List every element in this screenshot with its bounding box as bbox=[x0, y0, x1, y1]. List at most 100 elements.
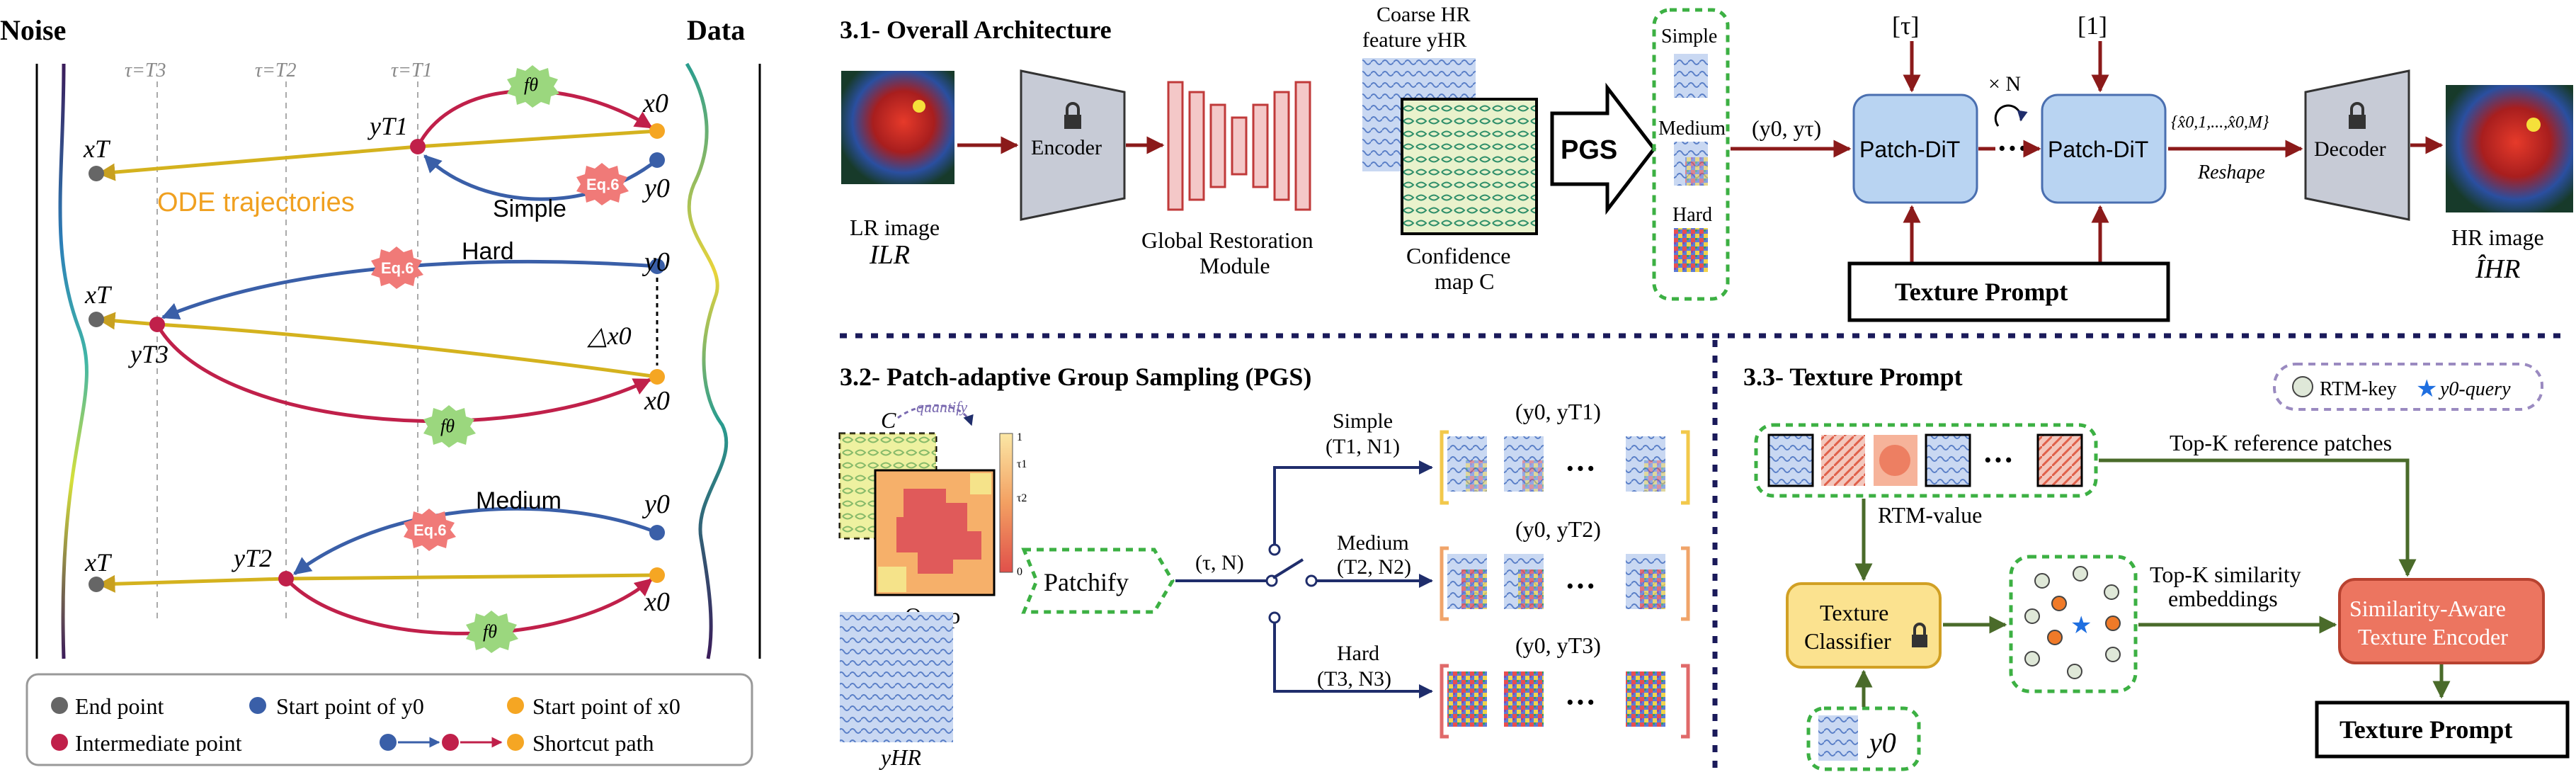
texture-classifier bbox=[1786, 582, 1942, 669]
tau2-label: τ=T2 bbox=[255, 59, 297, 81]
legend-shortcut: Shortcut path bbox=[532, 730, 654, 756]
medium-eq6-badge bbox=[404, 509, 456, 551]
similarity-aware-encoder bbox=[2338, 578, 2545, 664]
loop-icon bbox=[1994, 104, 2028, 127]
rtm-value-patch-1 bbox=[1767, 433, 1814, 487]
qmap-hard-region bbox=[896, 489, 981, 574]
times-n-label: × N bbox=[1988, 72, 2021, 96]
hard-group-bracket-right bbox=[1681, 664, 1690, 739]
classifier-lock-shackle bbox=[1913, 623, 1926, 635]
rtm-key-icon bbox=[2292, 376, 2313, 397]
simple-patch-3-noise bbox=[1644, 460, 1665, 492]
legend-intermediate: Intermediate point bbox=[75, 730, 242, 756]
pgs-output-group bbox=[1652, 8, 1730, 301]
hard-group-bracket-left bbox=[1440, 664, 1449, 739]
y0-query-patch-label: y0 bbox=[1867, 727, 1896, 759]
conf-label-line2: map C bbox=[1435, 268, 1494, 294]
rtm-value-patch-5 bbox=[2036, 433, 2083, 487]
simple-x0-point bbox=[649, 123, 665, 139]
coarse-label-line2: feature yHR bbox=[1362, 28, 1466, 52]
hard-eq6-label: Eq.6 bbox=[381, 259, 414, 277]
pgs-yhr-image bbox=[840, 612, 953, 742]
knn-key-6 bbox=[2067, 664, 2082, 679]
medium-y0-label: y0 bbox=[642, 489, 670, 519]
grm-label-line1: Global Restoration bbox=[1141, 227, 1313, 253]
legend-start-y0: Start point of y0 bbox=[276, 693, 424, 719]
legend-intermediate-icon bbox=[51, 734, 68, 751]
hard-ode-path bbox=[97, 312, 658, 379]
classifier-line1: Texture bbox=[1820, 600, 1888, 625]
knn-neighbor-2 bbox=[2105, 616, 2121, 631]
simple-xT-point bbox=[89, 166, 104, 181]
simple-f-theta-badge bbox=[507, 65, 559, 108]
delta-x0-label: △x0 bbox=[587, 322, 632, 350]
simple-f-theta-label: fθ bbox=[524, 74, 538, 95]
texture-panel: 3.3- Texture Prompt RTM-key ★ y0-query ·… bbox=[1743, 363, 2570, 771]
hard-label: Hard bbox=[462, 238, 514, 265]
lr-image-label: LR image bbox=[850, 215, 940, 240]
pgs-simple-patch bbox=[1674, 54, 1708, 98]
medium-f-theta-badge bbox=[466, 611, 518, 653]
knn-neighbor-1 bbox=[2051, 596, 2067, 611]
legend-start-x0-icon bbox=[507, 697, 524, 714]
patch-dit-1 bbox=[1852, 93, 1978, 204]
arch-panel: 3.1- Overall Architecture LR image ILR E… bbox=[840, 3, 2573, 322]
simple-label: Simple bbox=[493, 195, 566, 222]
medium-ode-path bbox=[97, 573, 658, 593]
rtm-value-patch-2 bbox=[1821, 435, 1865, 486]
switch-arm-icon bbox=[1272, 558, 1304, 579]
branch-simple-label: Simple bbox=[1333, 409, 1393, 433]
rtm-value-patch-3-detail bbox=[1879, 445, 1910, 476]
texture-prompt-block bbox=[1847, 261, 2170, 322]
pgs-c-label: C bbox=[881, 407, 896, 433]
hard-patch-3 bbox=[1626, 671, 1665, 727]
medium-xT-point bbox=[89, 577, 104, 592]
medium-patch-1-noise bbox=[1461, 569, 1487, 609]
legend-shortcut-start-icon bbox=[380, 734, 397, 751]
legend-start-x0: Start point of x0 bbox=[532, 693, 680, 719]
medium-yT2-point bbox=[278, 571, 294, 586]
reshape-label: Reshape bbox=[2197, 161, 2265, 183]
simple-group-bracket-left bbox=[1440, 430, 1449, 505]
knn-key-2 bbox=[2073, 566, 2088, 582]
hr-image-symbol: ÎHR bbox=[2475, 254, 2520, 284]
simple-patch-1-noise bbox=[1466, 460, 1487, 492]
pgs-pair-3: (y0, yT3) bbox=[1515, 633, 1601, 658]
switch-mid-contact bbox=[1305, 574, 1318, 587]
knn-query-star-icon: ★ bbox=[2070, 613, 2092, 639]
patchify-label: Patchify bbox=[1044, 568, 1129, 596]
y0-query-patch bbox=[1818, 715, 1858, 761]
simple-y0-label: y0 bbox=[642, 174, 670, 203]
classifier-lock-icon bbox=[1912, 635, 1927, 647]
hard-x0-label: x0 bbox=[644, 386, 670, 416]
hard-y0-point bbox=[649, 259, 665, 274]
knn-key-3 bbox=[2104, 584, 2119, 600]
y0-ytau-label: (y0, yτ) bbox=[1752, 115, 1821, 141]
switch-top-contact bbox=[1268, 543, 1281, 556]
data-distribution bbox=[685, 62, 729, 659]
simple-yT1-point bbox=[410, 139, 426, 154]
hr-image-eye-icon bbox=[2526, 118, 2541, 132]
hard-f-theta-label: fθ bbox=[440, 416, 455, 436]
pgs-yhr-label: yHR bbox=[879, 744, 921, 770]
tau-n-label: (τ, N) bbox=[1195, 551, 1244, 574]
y0-query-icon: ★ bbox=[2416, 376, 2437, 402]
medium-patch-3-noise bbox=[1640, 569, 1665, 609]
medium-patch-2-noise bbox=[1518, 569, 1544, 609]
medium-group-bracket-left bbox=[1440, 546, 1449, 621]
switch-bottom-contact bbox=[1268, 611, 1281, 624]
scale-bottom-label: 0 bbox=[1017, 566, 1022, 578]
topk-sim-line1: Top-K similarity bbox=[2150, 562, 2301, 587]
left-panel: Noise Data τ=T3 τ=T2 τ=T1 fθ Eq.6 xT yT1… bbox=[0, 14, 761, 766]
hr-image bbox=[2446, 85, 2573, 212]
medium-x0-point bbox=[649, 567, 665, 583]
arrow-rtm-encoder bbox=[2099, 458, 2417, 577]
hard-xT-point bbox=[89, 312, 104, 327]
pgs-medium-label: Medium bbox=[1658, 118, 1726, 140]
one-bracket-label: [1] bbox=[2078, 11, 2107, 40]
encoder-block bbox=[1020, 69, 1126, 221]
medium-label: Medium bbox=[476, 487, 562, 514]
pgs-medium-patch-noise bbox=[1685, 157, 1708, 186]
branch-hard bbox=[1273, 623, 1433, 698]
legend-start-y0-icon bbox=[249, 697, 266, 714]
